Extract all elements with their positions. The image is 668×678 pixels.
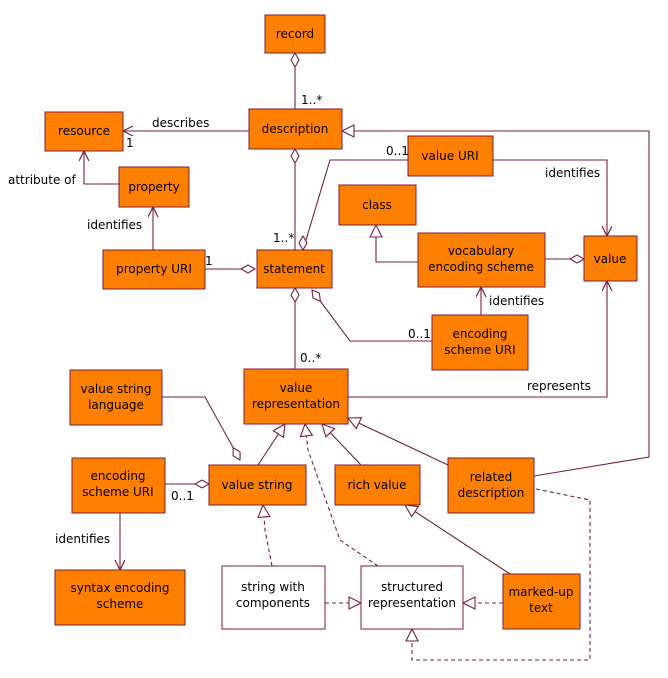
identifies-property-label: identifies <box>87 218 142 232</box>
identifies-value-label: identifies <box>545 166 600 180</box>
value-representation-line2: representation <box>252 397 340 411</box>
identifies-syntax-label: identifies <box>55 532 110 546</box>
vocabulary-label-line1: vocabulary <box>448 244 514 258</box>
property-box <box>118 166 190 208</box>
record-box <box>264 14 326 54</box>
value-string-label: value string <box>221 478 292 492</box>
represents-link <box>348 281 607 398</box>
value-rep-multiplicity: 0..* <box>300 351 321 365</box>
related-description-generalization <box>340 124 650 477</box>
statement-value-uri-link <box>302 159 408 251</box>
value-string-language-line2: language <box>88 398 144 412</box>
description-label: description <box>262 122 329 136</box>
value-string-language-line1: value string <box>80 382 151 396</box>
value-string-box <box>208 464 307 506</box>
identifies-value-link <box>493 159 607 236</box>
description-box <box>248 108 343 150</box>
class-box <box>338 184 417 226</box>
vocabulary-label-line2: encoding scheme <box>428 260 534 274</box>
marked-up-text-box <box>502 573 581 630</box>
encoding-scheme-uri-top-line2: scheme URI <box>444 343 515 357</box>
value-string-language-box <box>69 369 163 426</box>
related-description-line2: description <box>458 486 525 500</box>
related-description-box <box>447 457 535 514</box>
property-uri-box <box>102 249 206 290</box>
syntax-encoding-scheme-box <box>54 569 186 626</box>
statement-encoding-uri-link <box>312 290 432 342</box>
syntax-encoding-scheme-line1: syntax encoding <box>70 581 169 595</box>
record-multiplicity: 1..* <box>301 93 322 107</box>
related-desc-value-rep-generalization <box>346 417 449 466</box>
describes-multiplicity: 1 <box>126 136 134 150</box>
encoding-scheme-uri-top-line1: encoding <box>452 327 507 341</box>
value-uri-multiplicity: 0..1 <box>386 144 409 158</box>
property-uri-label: property URI <box>116 262 192 276</box>
structured-value-rep-realization <box>299 422 379 567</box>
language-value-string-link <box>162 396 240 460</box>
related-description-line1: related <box>470 470 512 484</box>
string-with-components-line1: string with <box>241 580 305 594</box>
statement-box <box>256 249 333 289</box>
vocabulary-encoding-scheme-box <box>417 232 546 288</box>
value-representation-box <box>243 368 349 425</box>
value-representation-line1: value <box>280 381 313 395</box>
statement-multiplicity: 1..* <box>273 231 294 245</box>
value-string-generalization <box>257 422 286 466</box>
encoding-scheme-uri-left-line1: encoding <box>90 469 145 483</box>
value-box <box>583 235 638 282</box>
represents-label: represents <box>527 379 591 393</box>
structured-representation-box <box>360 565 464 630</box>
class-label: class <box>362 198 392 212</box>
value-uri-box <box>407 135 494 177</box>
string-with-components-line2: components <box>236 596 310 610</box>
encoding-scheme-uri-left-box <box>71 457 166 514</box>
rich-value-generalization <box>321 423 362 466</box>
rich-value-label: rich value <box>347 478 406 492</box>
marked-up-text-line1: marked-up <box>508 585 573 599</box>
string-components-realization <box>257 503 273 567</box>
statement-value-uri-diamond <box>298 234 308 252</box>
resource-box <box>44 111 124 152</box>
related-desc-structured-realization <box>405 488 591 661</box>
encoding-uri-multiplicity: 0..1 <box>408 327 431 341</box>
marked-up-rich-value-generalization <box>403 504 511 575</box>
structured-representation-line2: representation <box>368 596 456 610</box>
vocab-class-generalization <box>369 223 418 263</box>
record-label: record <box>276 27 314 41</box>
syntax-encoding-scheme-line2: scheme <box>97 597 144 611</box>
value-label: value <box>594 252 627 266</box>
resource-label: resource <box>58 124 110 138</box>
string-with-components-box <box>221 565 326 630</box>
statement-label: statement <box>263 262 325 276</box>
identifies-vocab-label: identifies <box>489 294 544 308</box>
structured-representation-line1: structured <box>381 580 443 594</box>
encoding-scheme-uri-left-line2: scheme URI <box>82 485 153 499</box>
value-uri-label: value URI <box>421 149 478 163</box>
describes-label: describes <box>152 116 209 130</box>
value-string-encoding-multiplicity: 0..1 <box>171 489 194 503</box>
encoding-scheme-uri-top-box <box>431 314 529 371</box>
marked-up-text-line2: text <box>529 601 553 615</box>
rich-value-box <box>334 464 421 506</box>
property-label: property <box>128 180 179 194</box>
attribute-of-link <box>84 151 119 185</box>
attribute-of-label: attribute of <box>8 173 76 187</box>
property-uri-multiplicity: 1 <box>205 254 213 268</box>
